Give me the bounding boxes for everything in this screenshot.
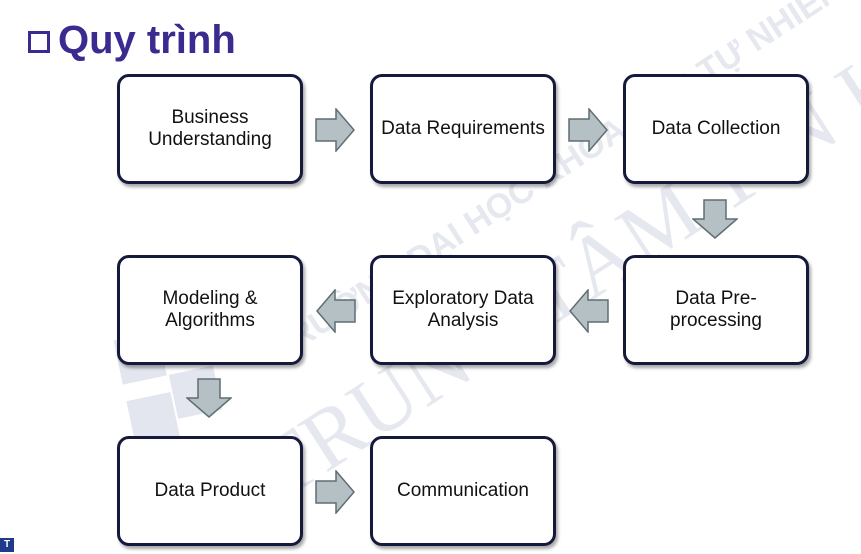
square-bullet-icon <box>28 31 50 53</box>
arrow-left-icon <box>316 289 356 333</box>
arrow-right-icon <box>315 108 355 152</box>
footer-logo-icon: T <box>0 538 14 552</box>
arrow-right-icon <box>568 108 608 152</box>
step-exploratory-data-analysis: Exploratory Data Analysis <box>370 255 556 365</box>
step-data-collection: Data Collection <box>623 74 809 184</box>
arrow-down-icon <box>186 378 232 418</box>
step-communication: Communication <box>370 436 556 546</box>
arrow-right-icon <box>315 470 355 514</box>
step-modeling-algorithms: Modeling & Algorithms <box>117 255 303 365</box>
step-data-product: Data Product <box>117 436 303 546</box>
arrow-left-icon <box>569 289 609 333</box>
page-title: Quy trình <box>28 10 236 70</box>
step-business-understanding: Business Understanding <box>117 74 303 184</box>
step-data-preprocessing: Data Pre-processing <box>623 255 809 365</box>
arrow-down-icon <box>692 199 738 239</box>
page-title-text: Quy trình <box>58 17 236 62</box>
step-data-requirements: Data Requirements <box>370 74 556 184</box>
